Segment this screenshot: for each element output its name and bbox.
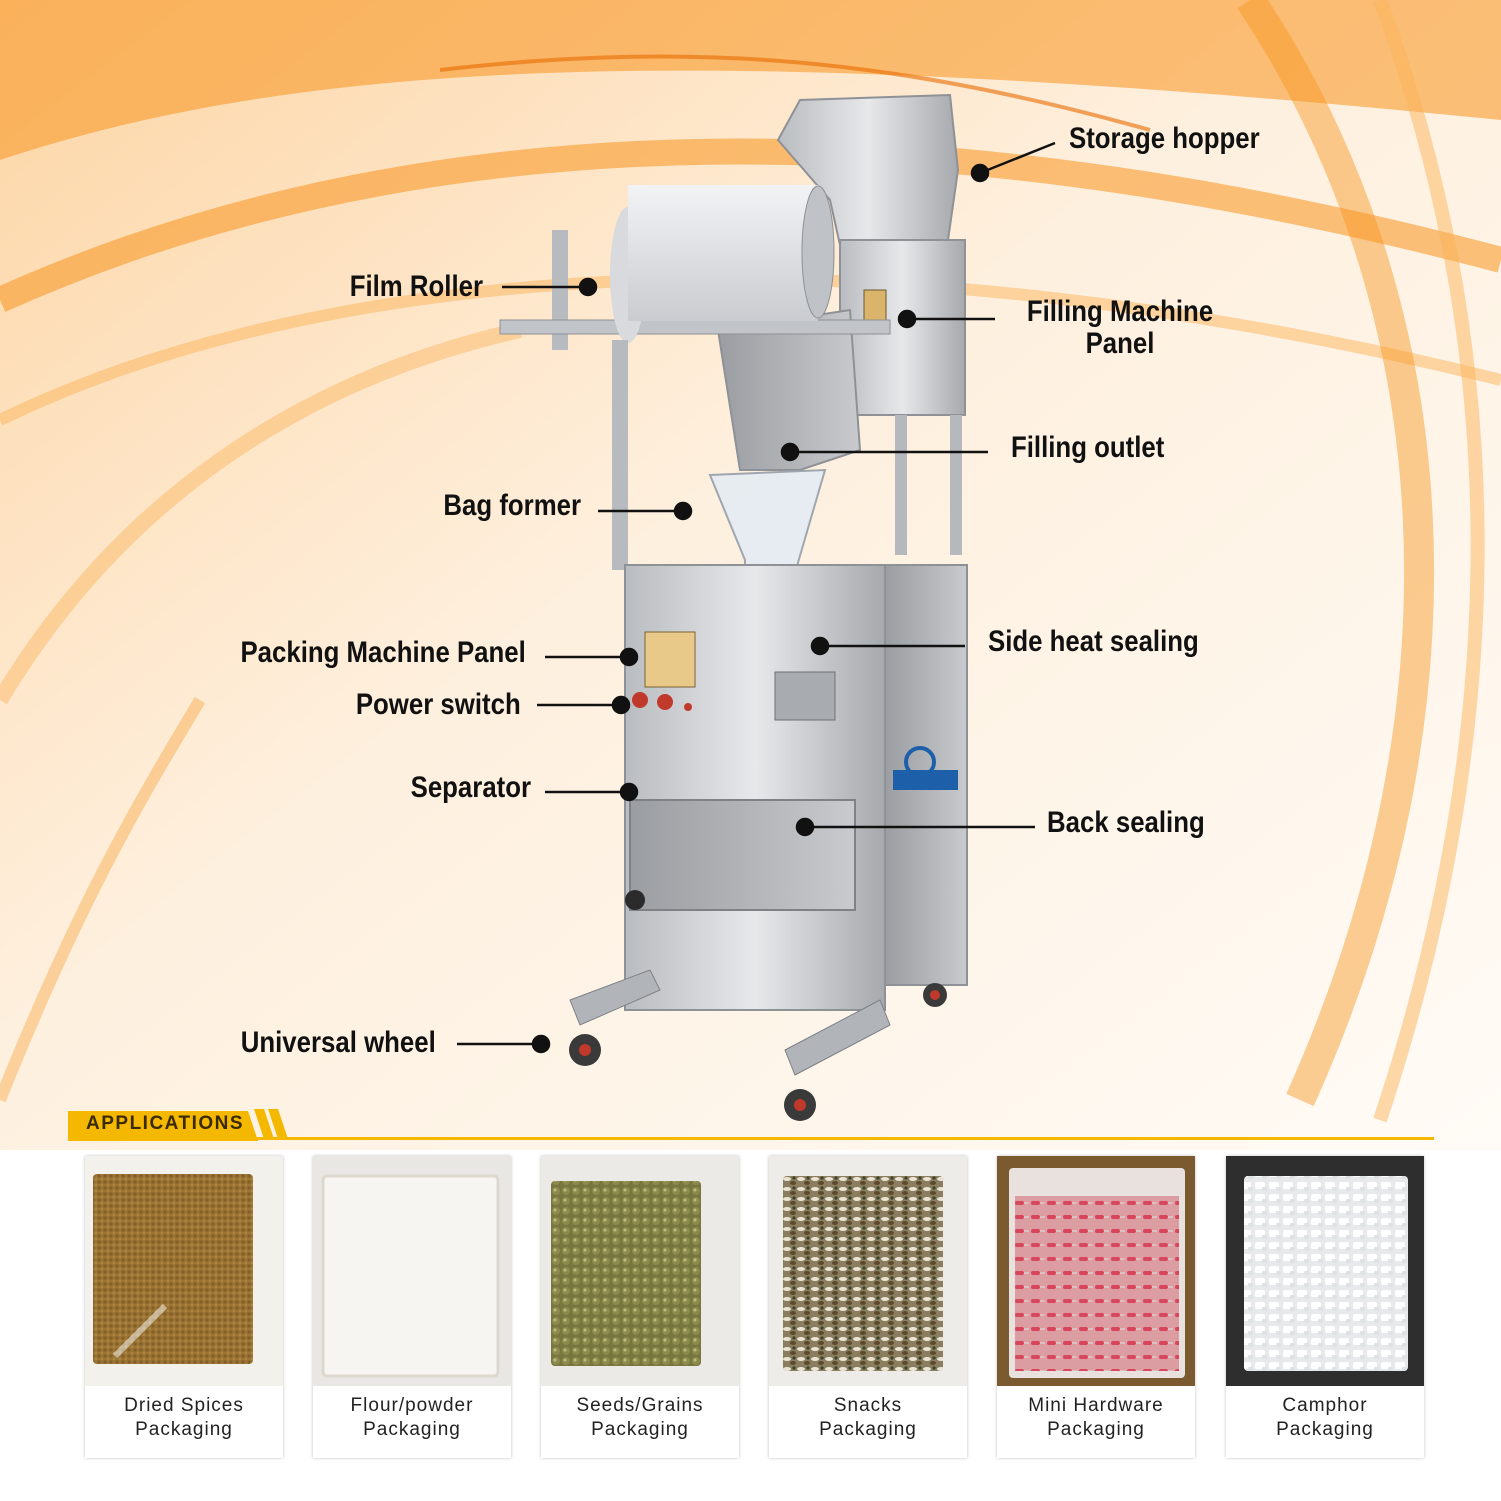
leader-storage-hopper xyxy=(970,141,1056,183)
application-card-dried-spices: Dried Spices Packaging xyxy=(85,1156,283,1458)
snacks-image xyxy=(769,1156,967,1386)
snacks-caption-line1: Snacks xyxy=(833,1395,903,1416)
flour-powder-caption: Flour/powder Packaging xyxy=(313,1394,511,1442)
application-card-seeds-grains: Seeds/Grains Packaging xyxy=(541,1156,739,1458)
seeds-grains-caption-line2: Packaging xyxy=(591,1419,689,1440)
leader-back-sealing xyxy=(795,817,1035,837)
label-bag-former: Bag former xyxy=(443,489,581,522)
flour-powder-caption-line2: Packaging xyxy=(363,1419,461,1440)
camphor-image xyxy=(1226,1156,1424,1386)
packing-machine-cabinet xyxy=(624,564,968,1011)
label-filling-machine-panel-line1: Filling Machine xyxy=(1026,295,1214,328)
label-storage-hopper: Storage hopper xyxy=(1069,122,1260,155)
film-roller xyxy=(499,185,891,570)
mini-hardware-caption: Mini Hardware Packaging xyxy=(997,1394,1195,1442)
applications-header-bar xyxy=(68,1109,1434,1141)
storage-hopper xyxy=(776,93,960,247)
label-side-heat-sealing: Side heat sealing xyxy=(988,625,1199,658)
leader-bag-former xyxy=(598,501,693,521)
label-filling-machine-panel: Filling Machine Panel xyxy=(1017,296,1223,360)
leader-filling-outlet xyxy=(780,442,988,462)
application-card-mini-hardware: Mini Hardware Packaging xyxy=(997,1156,1195,1458)
label-filling-outlet: Filling outlet xyxy=(1011,431,1165,464)
flour-powder-image xyxy=(313,1156,511,1386)
leader-side-heat-sealing xyxy=(810,636,965,656)
universal-wheels xyxy=(569,969,947,1121)
label-back-sealing: Back sealing xyxy=(1047,806,1205,839)
snacks-caption: Snacks Packaging xyxy=(769,1394,967,1442)
seeds-grains-caption: Seeds/Grains Packaging xyxy=(541,1394,739,1442)
label-power-switch: Power switch xyxy=(356,688,521,721)
label-filling-machine-panel-line2: Panel xyxy=(1085,327,1155,360)
applications-title: APPLICATIONS xyxy=(86,1113,245,1134)
brand-emblem xyxy=(893,746,958,790)
dried-spices-caption: Dried Spices Packaging xyxy=(85,1394,283,1442)
leader-film-roller xyxy=(502,277,598,297)
camphor-caption-line2: Packaging xyxy=(1276,1419,1374,1440)
leader-universal-wheel xyxy=(457,1034,551,1054)
application-card-snacks: Snacks Packaging xyxy=(769,1156,967,1458)
application-card-camphor: Camphor Packaging xyxy=(1226,1156,1424,1458)
leader-power-switch xyxy=(537,695,631,715)
label-film-roller: Film Roller xyxy=(349,270,483,303)
mini-hardware-image xyxy=(997,1156,1195,1386)
dried-spices-caption-line2: Packaging xyxy=(135,1419,233,1440)
mini-hardware-caption-line2: Packaging xyxy=(1047,1419,1145,1440)
leader-packing-panel xyxy=(545,647,639,667)
dried-spices-image xyxy=(85,1156,283,1386)
leader-filling-panel xyxy=(897,309,995,329)
camphor-caption-line1: Camphor xyxy=(1282,1395,1368,1416)
seeds-grains-caption-line1: Seeds/Grains xyxy=(576,1395,704,1416)
label-universal-wheel: Universal wheel xyxy=(240,1026,436,1059)
label-separator: Separator xyxy=(410,771,531,804)
label-packing-machine-panel: Packing Machine Panel xyxy=(240,636,526,669)
mini-hardware-caption-line1: Mini Hardware xyxy=(1028,1395,1164,1416)
leader-separator xyxy=(545,782,639,802)
camphor-caption: Camphor Packaging xyxy=(1226,1394,1424,1442)
application-card-flour-powder: Flour/powder Packaging xyxy=(313,1156,511,1458)
flour-powder-caption-line1: Flour/powder xyxy=(350,1395,474,1416)
dried-spices-caption-line1: Dried Spices xyxy=(124,1395,244,1416)
packing-machine-illustration xyxy=(457,93,1056,1121)
snacks-caption-line2: Packaging xyxy=(819,1419,917,1440)
seeds-grains-image xyxy=(541,1156,739,1386)
